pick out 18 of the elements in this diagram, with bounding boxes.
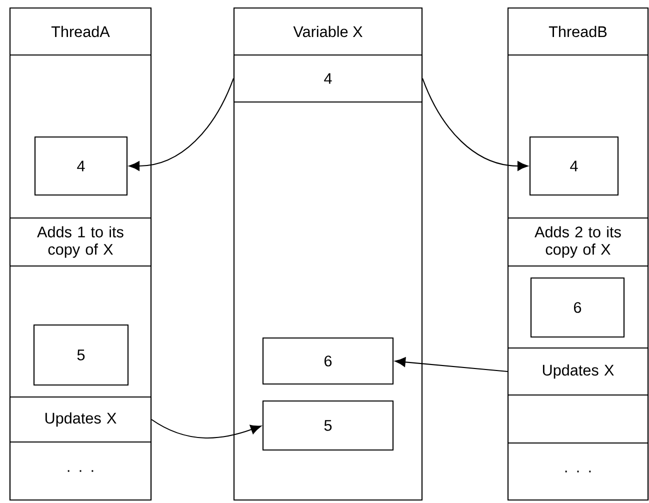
arrow — [394, 357, 508, 372]
row-band: . . . — [507, 442, 649, 501]
arrow — [422, 78, 528, 171]
value-box: 6 — [262, 337, 394, 385]
value-box: 6 — [530, 277, 625, 338]
row-band: Updates X — [9, 396, 152, 443]
row-band: . . . — [9, 441, 152, 501]
arrow — [128, 78, 234, 171]
arrow — [151, 419, 262, 438]
row-band: Adds 2 to its copy of X — [507, 217, 649, 267]
row-band: Adds 1 to its copy of X — [9, 217, 152, 267]
value-box: 5 — [262, 400, 394, 451]
value-box: 5 — [33, 324, 129, 386]
row-band — [507, 394, 649, 444]
value-box: 4 — [529, 136, 619, 196]
row-band: 4 — [233, 54, 423, 103]
row-band: Updates X — [507, 347, 649, 396]
value-box: 4 — [34, 136, 128, 196]
